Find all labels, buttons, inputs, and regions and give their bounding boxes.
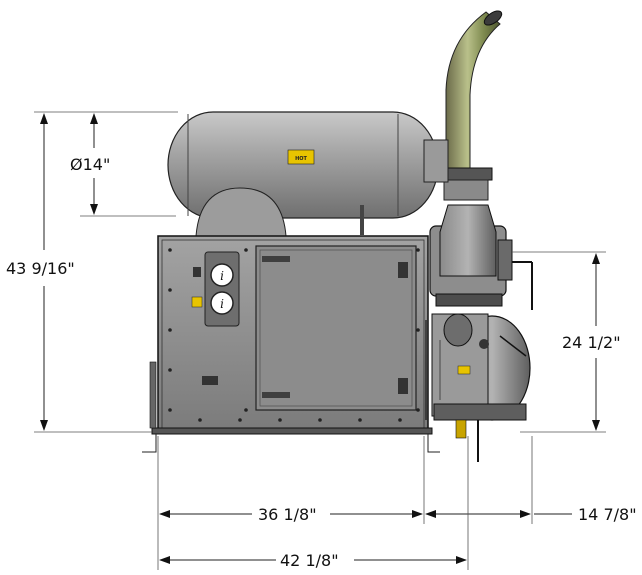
overall-width-label: 42 1/8"	[280, 551, 339, 570]
hot-warning-label: HOT	[295, 156, 307, 162]
blower-assembly	[425, 204, 533, 462]
exhaust-stack	[439, 10, 503, 201]
dimension-right-height: 24 1/2"	[512, 251, 621, 433]
side-width-label: 14 7/8"	[578, 505, 637, 524]
base-width-label: 36 1/8"	[258, 505, 317, 524]
dimension-overall-width: 42 1/8"	[159, 436, 469, 570]
dimension-annotations: 43 9/16" Ø14" 24 1/2"	[6, 111, 637, 570]
dimension-base-width: 36 1/8"	[157, 436, 425, 570]
dimension-diameter: Ø14"	[70, 113, 176, 217]
enclosure-body: i i	[142, 235, 440, 453]
right-height-label: 24 1/2"	[562, 333, 621, 352]
svg-text:i: i	[220, 269, 224, 283]
svg-text:i: i	[220, 297, 224, 311]
dimension-overall-height: 43 9/16"	[6, 111, 178, 433]
diameter-label: Ø14"	[70, 155, 110, 174]
overall-height-label: 43 9/16"	[6, 259, 75, 278]
engine-unit: HOT i i	[142, 10, 533, 462]
dimension-side-width: 14 7/8"	[425, 436, 637, 524]
muffler: HOT	[167, 111, 449, 237]
